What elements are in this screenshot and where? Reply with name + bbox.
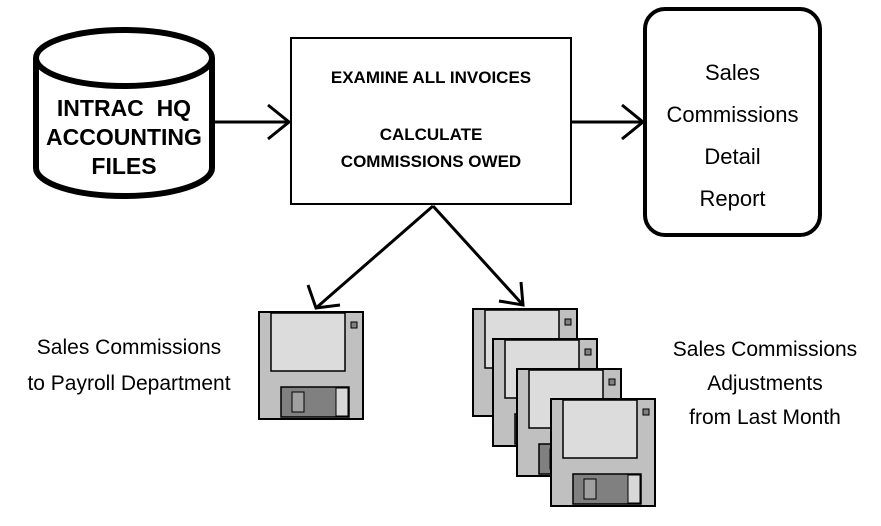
adjustments-line-3: from Last Month [689, 406, 841, 429]
adjustments-line-2: Adjustments [707, 372, 823, 395]
floppy-disk-stack-icon [472, 308, 656, 507]
source-label: INTRAC HQ ACCOUNTING FILES [36, 94, 212, 181]
adjustments-line-1: Sales Commissions [672, 338, 858, 361]
database-cylinder-icon [33, 27, 215, 199]
arrow-files-to-process [214, 103, 292, 141]
report-line-2: Commissions [666, 102, 799, 127]
report-line-4: Report [699, 186, 766, 211]
process-line-3: COMMISSIONS OWED [340, 152, 522, 171]
report-label: Sales Commissions Detail Report [645, 52, 820, 220]
adjustments-output-label: Sales Commissions Adjustments from Last … [654, 333, 876, 435]
report-line-1: Sales [704, 60, 761, 85]
source-line-2: ACCOUNTING [46, 124, 202, 150]
process-label: EXAMINE ALL INVOICES CALCULATE COMMISSIO… [291, 64, 571, 175]
arrow-process-to-adjustments [431, 204, 525, 307]
payroll-line-2: to Payroll Department [27, 372, 231, 395]
process-box [290, 37, 572, 205]
floppy-disk-icon [258, 311, 364, 420]
source-line-3: FILES [91, 153, 157, 179]
arrow-process-to-report [571, 103, 646, 141]
arrow-process-to-payroll [306, 204, 434, 310]
process-line-2: CALCULATE [379, 125, 483, 144]
source-line-1: INTRAC HQ [56, 95, 192, 121]
payroll-output-label: Sales Commissions to Payroll Department [2, 330, 256, 402]
payroll-line-1: Sales Commissions [36, 336, 222, 359]
report-line-3: Detail [704, 144, 761, 169]
process-line-1: EXAMINE ALL INVOICES [330, 68, 532, 87]
